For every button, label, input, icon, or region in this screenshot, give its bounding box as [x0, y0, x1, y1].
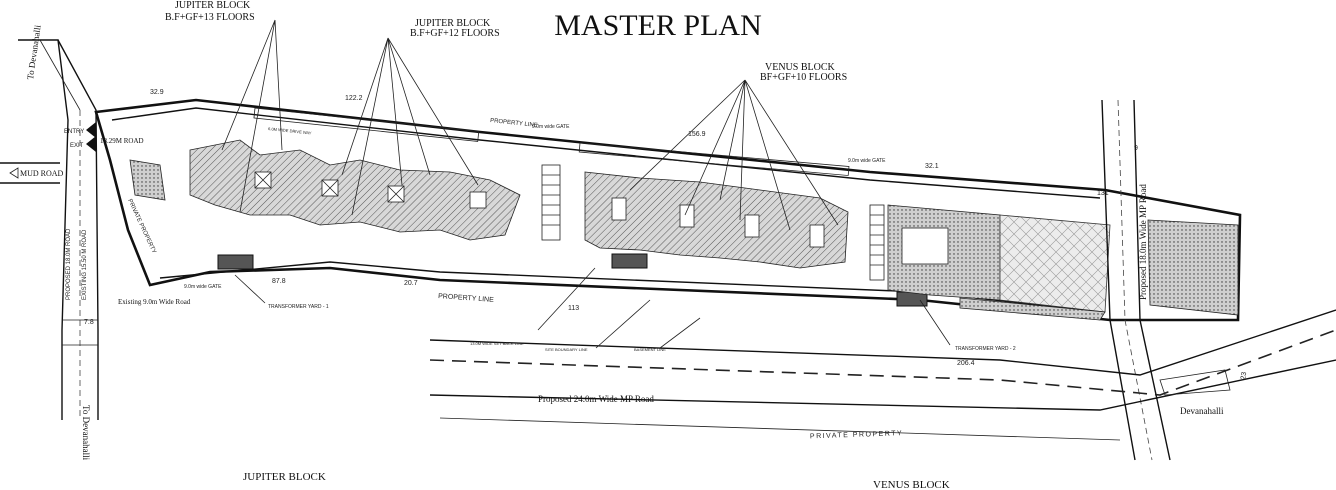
- right-mp-road: [1101, 99, 1171, 461]
- proposed-18m-mp-road-label: Proposed 18.0m Wide MP Road: [1138, 184, 1148, 300]
- transformer-yard-1: [217, 254, 254, 270]
- jupiter-12-callout-floors: B.F+GF+12 FLOORS: [410, 28, 500, 39]
- private-property-bottom-label: PRIVATE PROPERTY: [810, 430, 903, 440]
- right-amenity-zones: [129, 159, 1239, 321]
- proposed-18m-road-label: PROPOSED 18.0M ROAD: [66, 228, 72, 300]
- dimension-3: 156.9: [688, 131, 706, 138]
- parking-strips: [253, 107, 885, 281]
- private-property-left-label: PRIVATE PROPERTY: [126, 198, 157, 254]
- jupiter-13-callout-floors: B.F+GF+13 FLOORS: [165, 12, 255, 23]
- footer-venus-block: VENUS BLOCK: [873, 479, 950, 490]
- property-line-bottom-label: PROPERTY LINE: [438, 293, 494, 304]
- mud-road-label: MUD ROAD: [20, 169, 64, 178]
- basement-line-label: BASEMENT LINE: [634, 347, 666, 352]
- dimension-5: 131: [1097, 190, 1109, 197]
- devanahalli-right-label: Devanahalli: [1180, 406, 1224, 416]
- transformer-yard-2-label: TRANSFORMER YARD - 2: [955, 346, 1016, 352]
- left-road: [18, 39, 99, 420]
- setback-line-label: 13.0M WIDE SET BACK LINE: [470, 341, 524, 346]
- dimension-8: 113: [568, 305, 579, 312]
- dimension-7: 20.7: [404, 280, 418, 287]
- dimension-6: 87.8: [272, 278, 286, 285]
- property-line-top-label: PROPERTY LINE: [490, 118, 538, 129]
- transformer-yard-1-label: TRANSFORMER YARD - 1: [268, 304, 329, 310]
- bottom-mp-road: [429, 309, 1336, 441]
- to-devanahalli-top-label: To Devanahalli: [25, 24, 43, 80]
- to-devanahalli-bottom-label: To Devanahalli: [81, 405, 91, 461]
- exit-label: EXIT: [70, 143, 84, 149]
- leader-lines: [221, 19, 951, 349]
- dimension-11: 7.8: [84, 319, 94, 326]
- venus-10-callout-title: VENUS BLOCK: [765, 62, 836, 73]
- gate-3-label: 9.0m wide GATE: [848, 158, 886, 164]
- jupiter-block-buildings: [189, 139, 521, 241]
- existing-9m-road-label: Existing 9.0m Wide Road: [118, 298, 191, 306]
- gate-1-label: 9.0m wide GATE: [184, 284, 222, 290]
- venus-block-buildings: [584, 171, 849, 269]
- road-1829-label: 18.29M ROAD: [100, 137, 144, 145]
- dimension-10: 9: [1134, 145, 1138, 152]
- dimension-1: 32.9: [150, 89, 164, 96]
- drive-way-label: 6.0M WIDE DRIVE WAY: [268, 126, 312, 136]
- mud-road: [0, 162, 60, 184]
- proposed-24m-mp-road-label: Proposed 24.0m Wide MP Road: [538, 394, 654, 404]
- venus-10-callout-floors: BF+GF+10 FLOORS: [760, 72, 847, 83]
- jupiter-13-callout-title: JUPITER BLOCK: [175, 0, 251, 11]
- page-title: MASTER PLAN: [554, 9, 762, 42]
- dimension-4: 32.1: [925, 163, 939, 170]
- dimension-2: 122.2: [345, 95, 363, 102]
- exit-arrow-icon: [86, 136, 96, 152]
- entry-arrow-icon: [86, 122, 96, 138]
- entry-label: ENTRY: [64, 129, 84, 135]
- dimension-12: 23: [1240, 371, 1248, 380]
- jupiter-12-callout-title: JUPITER BLOCK: [415, 18, 491, 29]
- gate-2-label: 9.0m wide GATE: [532, 124, 570, 130]
- dimension-9: 206.4: [957, 360, 975, 367]
- existing-15m-road-label: EXISTING 15.50 M ROAD: [82, 229, 88, 300]
- footer-jupiter-block: JUPITER BLOCK: [243, 471, 326, 483]
- site-boundary-label: SITE BOUNDARY LINE: [545, 347, 588, 352]
